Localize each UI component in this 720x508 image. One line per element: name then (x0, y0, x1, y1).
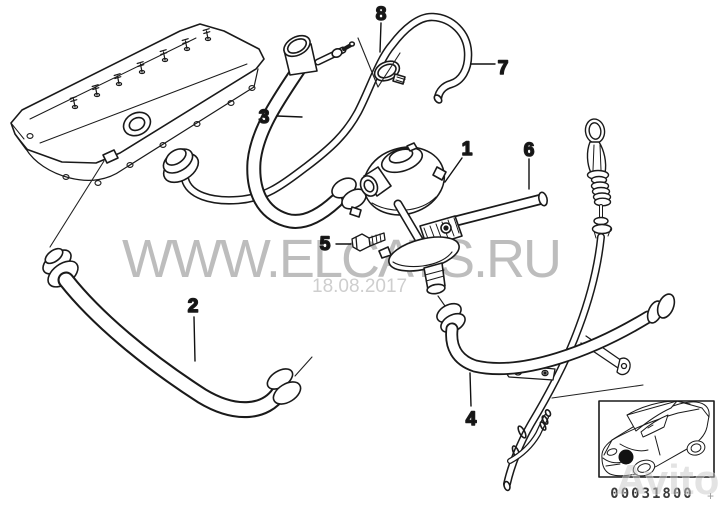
callout-6: 6 (524, 140, 535, 161)
brand-watermark: Avito (616, 456, 719, 503)
tube-collar (517, 425, 527, 439)
hose2-right-flange (266, 368, 302, 405)
vent-hose-4 (436, 293, 676, 376)
date-watermark: 18.08.2017 (312, 276, 407, 297)
callout-4: 4 (466, 409, 477, 430)
callout-7: 7 (498, 58, 509, 79)
connecting-line-6 (446, 191, 549, 228)
callout-1: 1 (462, 139, 473, 160)
callout-8: 8 (376, 4, 387, 25)
separator-handle (393, 199, 426, 248)
callout-5: 5 (320, 234, 331, 255)
separator-lower-port (423, 262, 446, 295)
hose3-nipple (314, 41, 356, 66)
car-sketch (601, 400, 710, 477)
callout-2: 2 (188, 296, 199, 317)
inset-part-code: 00031800 (610, 486, 693, 502)
dipstick-bellows (590, 181, 612, 207)
screw-5 (351, 232, 386, 252)
location-dot (618, 449, 634, 465)
cover-port-marker (102, 149, 119, 164)
oil-separator (359, 142, 463, 307)
car-inset: 00031800 (598, 400, 715, 502)
site-watermark: WWW.ELCATS.RU (122, 229, 560, 289)
hose3-top-connector (283, 34, 318, 76)
corner-plus-mark: + (707, 489, 714, 503)
dipstick (584, 118, 613, 239)
pipe-open-end (433, 94, 443, 104)
cover-bosses (26, 85, 256, 186)
valve-cover (10, 23, 265, 248)
pipe-elbow-flange (162, 148, 200, 184)
hose-clamp-8 (373, 60, 406, 85)
cover-to-hose2-line (49, 160, 105, 248)
breather-hose-2 (42, 247, 313, 418)
callout-3: 3 (259, 107, 270, 128)
hose4-end-flange (646, 293, 676, 324)
vent-hose-3 (246, 34, 367, 229)
tube-branch-nipple (507, 409, 552, 464)
separator-snout (359, 166, 392, 197)
callouts: 1 2 3 4 5 6 7 8 (187, 3, 535, 431)
